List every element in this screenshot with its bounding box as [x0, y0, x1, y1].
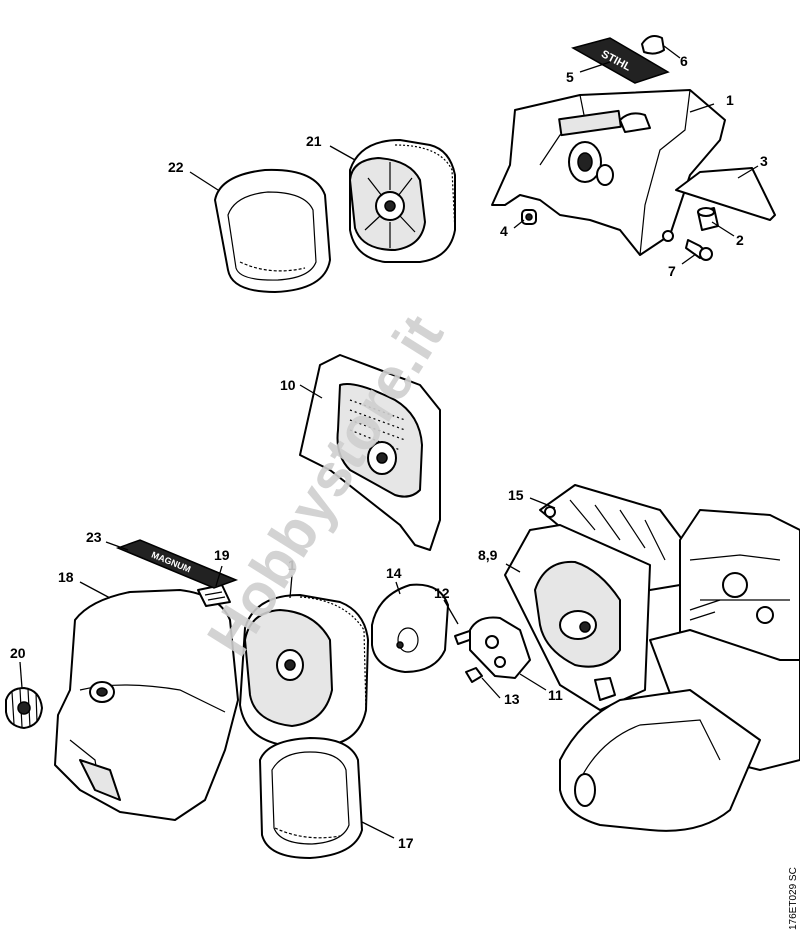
label-part-1-lower: 1 [288, 557, 296, 573]
part-7-screw [685, 239, 713, 261]
drawing-code: 176ET029 SC [788, 867, 799, 930]
label-part-21: 21 [306, 133, 322, 149]
label-part-23: 23 [86, 529, 102, 545]
part-6-cap [641, 35, 665, 55]
part-22-gasket-ring [214, 168, 331, 293]
label-part-15: 15 [508, 487, 524, 503]
label-part-3: 3 [760, 153, 768, 169]
part-11-bracket [469, 616, 531, 679]
label-part-14: 14 [386, 565, 402, 581]
label-part-18: 18 [58, 569, 74, 585]
part-18-outer-cover [54, 589, 239, 821]
callout-labels: 1 2 3 4 5 6 7 10 11 12 13 14 15 8,9 17 1… [10, 53, 768, 851]
part-14-filter-cap [371, 583, 449, 673]
label-part-5: 5 [566, 69, 574, 85]
label-part-7: 7 [668, 263, 676, 279]
label-part-19: 19 [214, 547, 230, 563]
part-13-nut [465, 667, 483, 683]
label-part-10: 10 [280, 377, 296, 393]
label-part-22: 22 [168, 159, 184, 175]
label-part-20: 20 [10, 645, 26, 661]
label-part-13: 13 [504, 691, 520, 707]
part-2-sleeve [697, 207, 719, 231]
part-17-gasket-ring [259, 737, 363, 859]
part-1-lower-air-filter [239, 594, 369, 746]
part-20-knob [5, 687, 43, 729]
part-1-shroud [491, 89, 726, 256]
label-part-1: 1 [726, 92, 734, 108]
part-3-deflector [675, 167, 776, 221]
label-part-11: 11 [548, 687, 563, 703]
label-part-17: 17 [398, 835, 414, 851]
label-part-2: 2 [736, 232, 744, 248]
part-10-filter-base [299, 354, 441, 551]
label-part-4: 4 [500, 223, 508, 239]
label-part-6: 6 [680, 53, 688, 69]
leader-lines [19, 45, 759, 839]
label-part-12: 12 [434, 585, 450, 601]
part-8-9-filter-base [504, 524, 651, 711]
label-part-8-9: 8,9 [478, 547, 498, 563]
part-23-magnum-decal: MAGNUM [115, 539, 239, 589]
part-21-air-filter [349, 139, 456, 263]
saw-housing [559, 509, 800, 832]
part-4-grommet [521, 209, 537, 225]
